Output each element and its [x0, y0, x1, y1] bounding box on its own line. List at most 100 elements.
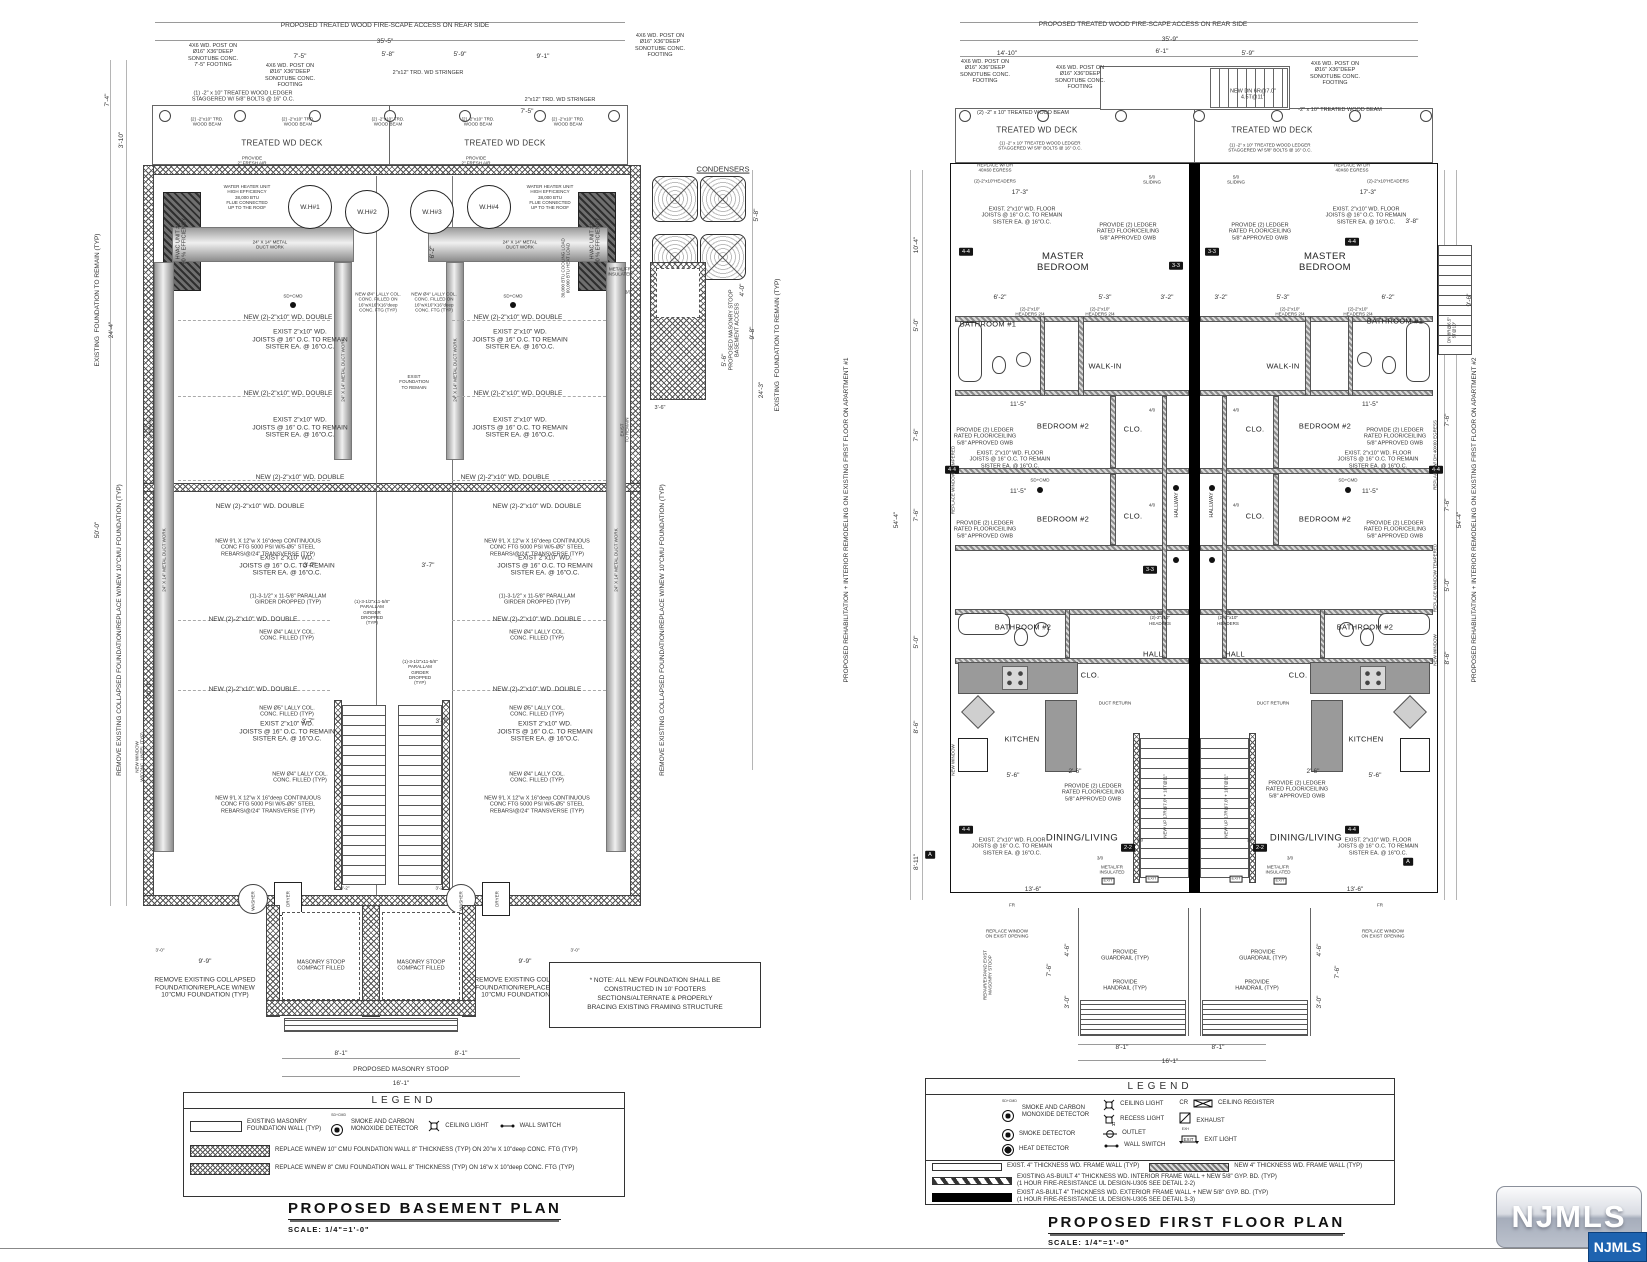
recess-light-icon: R — [1103, 1114, 1115, 1126]
masonry-stoop — [382, 912, 460, 1000]
ceiling-light-icon — [428, 1120, 440, 1132]
deck-post — [384, 110, 396, 122]
legend-title: LEGEND — [184, 1093, 624, 1109]
smoke-co-detector-icon — [1002, 1110, 1014, 1123]
refrigerator — [1400, 738, 1430, 772]
legend-label: EXIST. 4" THICKNESS WD. FRAME WALL (TYP) — [1007, 1163, 1140, 1170]
detector-tag: SD+CMD — [331, 1113, 347, 1117]
joist-line — [178, 480, 330, 481]
smoke-co-detector-icon — [331, 1124, 344, 1137]
dimension-line — [126, 60, 127, 906]
joist-line — [452, 396, 606, 397]
toilet — [1360, 628, 1374, 646]
deck-post — [1420, 110, 1432, 122]
wall-switch-icon — [500, 1124, 515, 1128]
deck-post — [608, 110, 620, 122]
refrigerator — [958, 738, 988, 772]
first-floor-title-block: PROPOSED FIRST FLOOR PLAN SCALE: 1/4"=1'… — [1048, 1214, 1368, 1247]
smoke-co-detector — [1345, 487, 1351, 493]
bathtub — [958, 322, 982, 382]
ceiling-register-icon — [1193, 1099, 1213, 1108]
deck-post — [1037, 110, 1049, 122]
joist-line — [178, 690, 330, 691]
stoop-wall — [266, 905, 280, 1017]
legend-label: EXHAUST — [1196, 1118, 1225, 1125]
interior-wall — [955, 390, 1189, 396]
stair-flight — [398, 705, 442, 885]
legend-label: EXISTING MASONRY FOUNDATION WALL (TYP) — [247, 1119, 322, 1133]
joist-line — [452, 690, 606, 691]
new-wall-swatch-icon — [1149, 1162, 1230, 1172]
legend-item: SMOKE DETECTOR — [1002, 1128, 1089, 1141]
party-wall — [1189, 163, 1200, 893]
joist-line — [178, 620, 330, 621]
dimension-line — [960, 40, 1418, 41]
deck-post — [534, 110, 546, 122]
legend-item: EXISTING AS-BUILT 4" THICKNESS WD. INTER… — [932, 1174, 1388, 1188]
exhaust-icon — [1179, 1112, 1191, 1124]
legend-item: EXISTING MASONRY FOUNDATION WALL (TYP) — [190, 1119, 321, 1133]
svg-text:EXIT: EXIT — [1184, 1137, 1194, 1142]
cr-prefix: CR — [1179, 1099, 1189, 1106]
legend-item: SD+CMD SMOKE AND CARBON MONOXIDE DETECTO… — [331, 1113, 418, 1140]
smoke-detector — [1173, 485, 1179, 491]
deck-post — [1115, 110, 1127, 122]
smoke-detector — [1173, 557, 1179, 563]
masonry-stoop — [282, 912, 360, 1000]
interior-wall — [1065, 609, 1070, 658]
metal-duct — [446, 262, 464, 460]
interior-wall — [1320, 609, 1325, 658]
stove — [1002, 666, 1028, 690]
legend-item: EXIST. 4" THICKNESS WD. FRAME WALL (TYP) — [932, 1163, 1139, 1172]
legend-label: CEILING LIGHT — [445, 1122, 489, 1129]
legend-label: OUTLET — [1122, 1130, 1146, 1137]
metal-duct — [334, 262, 352, 460]
interior-wall — [1273, 474, 1279, 545]
legend-label: WALL SWITCH — [1124, 1142, 1166, 1149]
joist-line — [452, 620, 606, 621]
joist-line — [452, 320, 606, 321]
water-heater-label: W.H#4 — [479, 203, 499, 211]
stoop-wall — [462, 905, 476, 1017]
plan-title: PROPOSED FIRST FLOOR PLAN — [1048, 1214, 1345, 1234]
interior-wall — [1078, 316, 1084, 396]
dimension-line — [922, 170, 923, 900]
smoke-co-detector — [290, 302, 296, 308]
stoop-steps — [1080, 1000, 1186, 1036]
deck-post — [1349, 110, 1361, 122]
deck-outline — [152, 105, 628, 165]
foundation-wall — [143, 483, 641, 492]
smoke-detector — [1209, 557, 1215, 563]
bathtub — [1406, 322, 1430, 382]
legend-item: NEW 4" THICKNESS WD. FRAME WALL (TYP) — [1149, 1162, 1362, 1172]
interior-wall — [1273, 396, 1279, 468]
water-heater: W.H#1 — [288, 185, 332, 229]
foundation-wall — [143, 895, 641, 906]
legend-item: EXH EXHAUST — [1179, 1112, 1274, 1131]
interior-wall — [1222, 396, 1227, 658]
legend-label: HEAT DETECTOR — [1019, 1145, 1070, 1152]
plan-scale: SCALE: 1/4"=1'-0" — [1048, 1238, 1130, 1247]
smoke-detector — [1209, 485, 1215, 491]
interior-wall — [955, 468, 1189, 474]
plan-title: PROPOSED BASEMENT PLAN — [288, 1200, 562, 1220]
legend-item: CEILING LIGHT — [428, 1120, 489, 1132]
legend-label: CEILING LIGHT — [1120, 1101, 1164, 1108]
foundation-wall — [143, 165, 641, 175]
guardrail — [1200, 908, 1201, 1036]
interior-wall — [955, 609, 1189, 615]
deck-post — [234, 110, 246, 122]
metal-duct — [606, 262, 626, 852]
smoke-detector-icon — [1002, 1128, 1014, 1141]
bathtub — [1378, 613, 1430, 635]
basement-legend: LEGEND EXISTING MASONRY FOUNDATION WALL … — [183, 1092, 625, 1197]
njmls-watermark-text: NJMLS — [1511, 1199, 1627, 1234]
joist-line — [178, 396, 330, 397]
foundation-wall — [630, 165, 641, 906]
interior-wall — [955, 316, 1189, 322]
exterior-firewall-swatch-icon — [932, 1192, 1012, 1202]
detector-tag: SD+CMD — [1002, 1099, 1017, 1103]
dimension-line — [1456, 170, 1457, 900]
dimension-line — [960, 22, 1418, 23]
